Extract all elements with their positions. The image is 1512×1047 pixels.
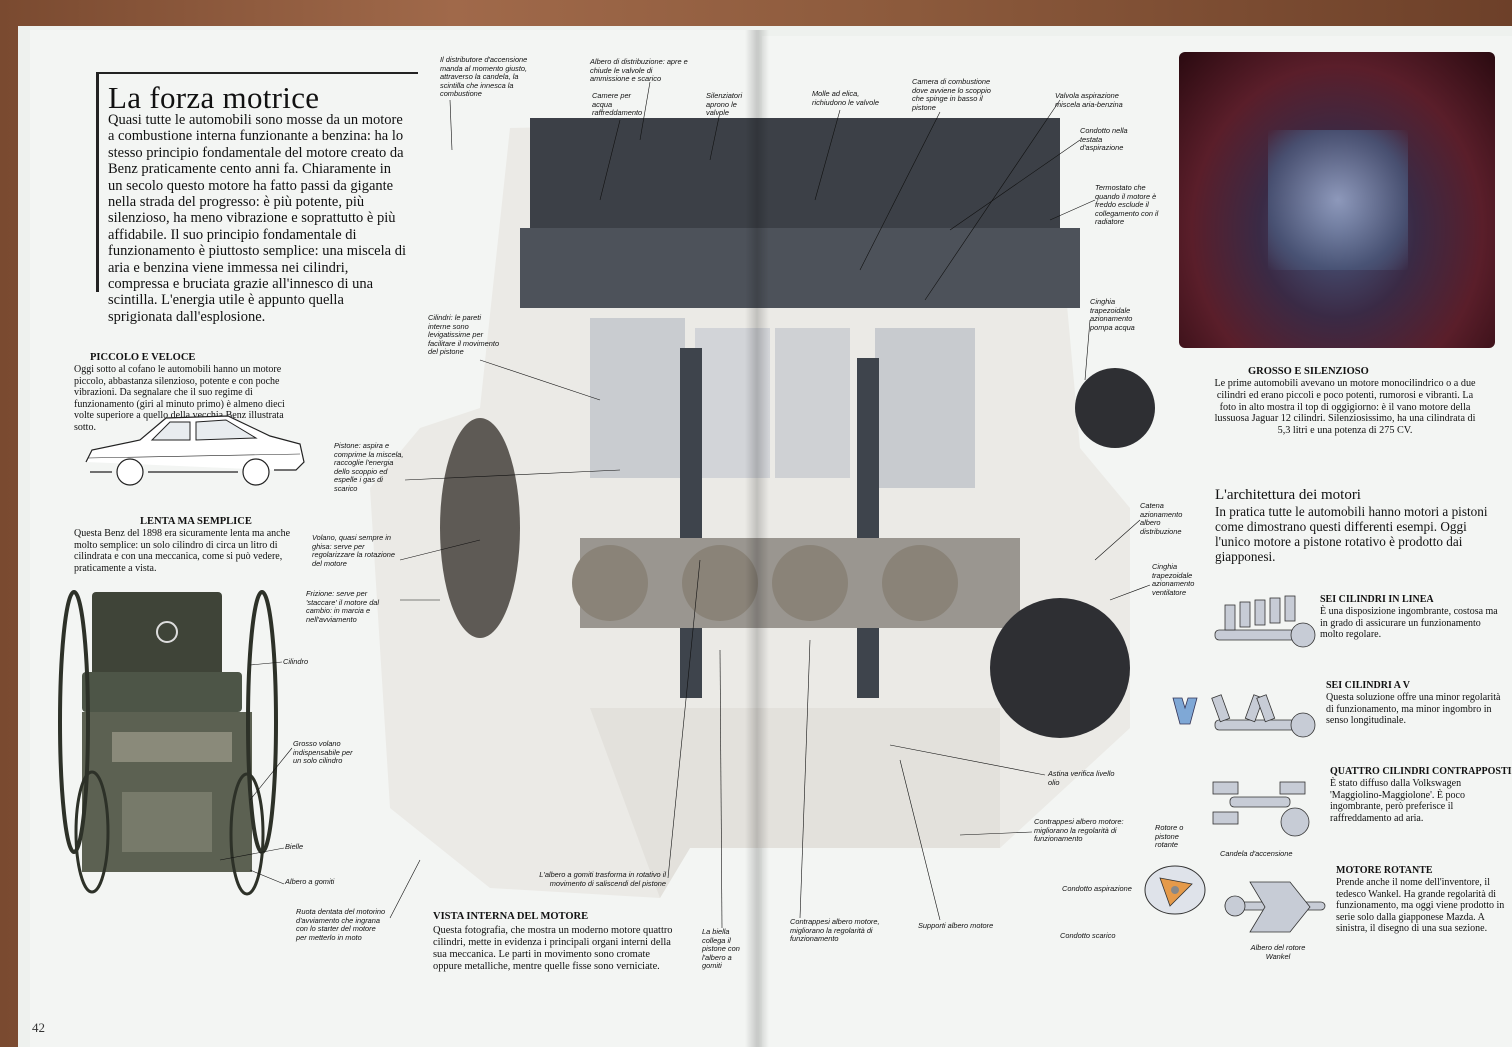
variant-text-inline6: È una disposizione ingombrante, costosa … <box>1320 606 1498 640</box>
label-termostato: Termostato che quando il motore è freddo… <box>1095 183 1159 227</box>
label-contrappesi-right: Contrappesi albero motore: migliorano la… <box>1034 817 1124 844</box>
architettura-heading: L'architettura dei motori <box>1215 487 1361 503</box>
vista-heading: VISTA INTERNA DEL MOTORE <box>433 911 589 922</box>
label-ruota-dentata: Ruota dentata del motorino d'avviamento … <box>296 907 386 942</box>
wankel-rotor-drawing <box>1224 881 1326 933</box>
label-cinghia-pompa: Cinghia trapezoidale azionamento pompa a… <box>1090 297 1135 332</box>
label-cilindro: Cilindro <box>283 657 309 666</box>
inline6-engine-drawing <box>1214 595 1316 648</box>
grosso-heading: GROSSO E SILENZIOSO <box>1248 366 1369 377</box>
label-frizione: Frizione: serve per 'staccare' il motore… <box>306 589 380 624</box>
label-cilindri: Cilindri: le pareti interne sono levigat… <box>428 313 500 357</box>
label-molle: Molle ad elica, richiudono le valvole <box>812 89 879 107</box>
label-supporti: Supporti albero motore <box>918 921 994 930</box>
lenta-text: Questa Benz del 1898 era sicuramente len… <box>74 528 291 574</box>
piccolo-heading: PICCOLO E VELOCE <box>90 352 196 363</box>
variant-text-boxer: È stato diffuso dalla Volkswagen 'Maggio… <box>1330 778 1465 824</box>
label-cinghia-ventilatore: Cinghia trapezoidale azionamento ventila… <box>1152 562 1195 597</box>
label-albero-rotore: Albero del rotore Wankel <box>1250 943 1306 961</box>
label-rotore-pistone: Rotore o pistone rotante <box>1155 823 1184 850</box>
engine-cutaway-photo <box>370 118 1155 898</box>
variant-heading-inline6: SEI CILINDRI IN LINEA <box>1320 594 1434 605</box>
label-camera-combustione: Camera di combustione dove avviene lo sc… <box>912 77 991 112</box>
label-bielle: Bielle <box>285 842 304 851</box>
label-pistone: Pistone: aspira e comprime la miscela, r… <box>334 441 404 493</box>
title-rule-vertical <box>96 72 99 292</box>
label-candela: Candela d'accensione <box>1220 849 1293 858</box>
label-condotto-scarico: Condotto scarico <box>1060 931 1116 940</box>
variant-heading-rotary: MOTORE ROTANTE <box>1336 865 1433 876</box>
boxer-engine-drawing <box>1212 781 1310 837</box>
label-contrappesi-bottom: Contrappesi albero motore, migliorano la… <box>790 917 880 944</box>
label-catena: Catena azionamento albero distribuzione <box>1140 501 1183 536</box>
page-number: 42 <box>32 1020 45 1035</box>
piccolo-text: Oggi sotto al cofano le automobili hanno… <box>74 364 285 433</box>
variant-heading-v6: SEI CILINDRI A V <box>1326 680 1411 691</box>
jaguar-v12-engine <box>1268 130 1408 270</box>
wankel-section-drawing <box>1144 865 1206 915</box>
label-albero-gomiti: Albero a gomiti <box>285 877 335 886</box>
grosso-text: Le prime automobili avevano un motore mo… <box>1214 378 1476 437</box>
page-title: La forza motrice <box>108 80 320 115</box>
label-valvola-aspirazione: Valvola aspirazione miscela aria-benzina <box>1055 91 1123 109</box>
benz-1898-photo <box>58 590 278 896</box>
label-astina: Astina verifica livello olio <box>1048 769 1115 787</box>
v-shape-icon <box>1172 697 1198 725</box>
variant-text-rotary: Prende anche il nome dell'inventore, il … <box>1336 877 1505 934</box>
variant-text-v6: Questa soluzione offre una minor regolar… <box>1326 692 1501 726</box>
vista-text: Questa fotografia, che mostra un moderno… <box>433 925 673 972</box>
book-gutter <box>745 30 769 1047</box>
label-condotto-testata: Condotto nella testata d'aspirazione <box>1080 126 1128 153</box>
label-grosso-volano: Grosso volano indispensabile per un solo… <box>293 739 353 766</box>
architettura-text: In pratica tutte le automobili hanno mot… <box>1215 504 1488 564</box>
lenta-heading: LENTA MA SEMPLICE <box>140 516 252 527</box>
v6-engine-drawing <box>1211 694 1316 738</box>
label-biella: La biella collega il pistone con l'alber… <box>702 927 740 971</box>
label-condotto-aspirazione: Condotto aspirazione <box>1062 884 1132 893</box>
label-silenziatori: Silenziatori aprono le valvole <box>706 91 743 118</box>
modern-car-drawing <box>85 415 305 486</box>
label-volano: Volano, quasi sempre in ghisa: serve per… <box>312 533 395 568</box>
variant-heading-boxer: QUATTRO CILINDRI CONTRAPPOSTI <box>1330 766 1512 777</box>
label-distributore: Il distributore d'accensione manda al mo… <box>440 55 528 99</box>
title-rule-horizontal <box>96 72 418 74</box>
label-camere-acqua: Camere per acqua raffreddamento <box>592 91 643 118</box>
label-albero-distribuzione: Albero di distribuzione: apre e chiude l… <box>590 57 688 84</box>
intro-paragraph: Quasi tutte le automobili sono mosse da … <box>108 112 406 325</box>
label-albero-gomiti-desc: L'albero a gomiti trasforma in rotativo … <box>539 870 666 888</box>
